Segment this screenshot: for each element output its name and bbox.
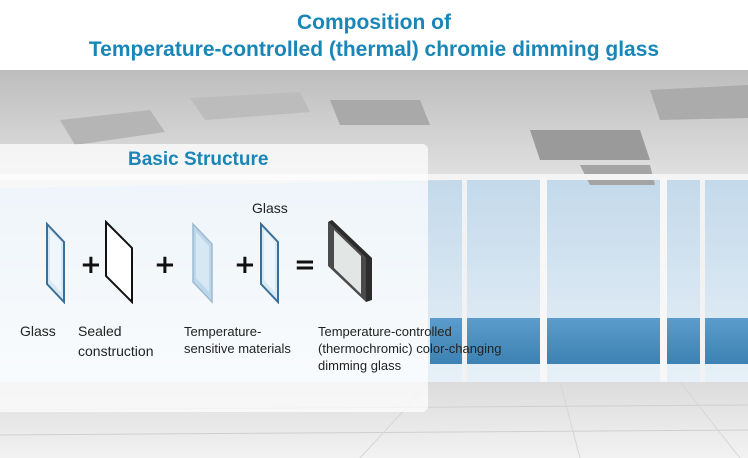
title-line-1: Composition of (297, 11, 451, 34)
thermochromic-layer-icon (192, 222, 213, 304)
glass-pane-icon (260, 222, 279, 304)
temperature-label-line-1: Temperature- (184, 324, 262, 339)
sealed-frame-icon (105, 220, 133, 304)
glass-top-label: Glass (252, 200, 288, 216)
result-label-line-2: (thermochromic) color-changing (318, 341, 502, 356)
plus-sign: + (234, 250, 256, 280)
glass-label: Glass (20, 323, 56, 339)
sealed-label-line-1: Sealed (78, 323, 122, 339)
plus-sign: + (80, 250, 102, 280)
dimming-glass-icon (328, 220, 372, 302)
glass-pane-icon (46, 222, 65, 304)
result-label-line-1: Temperature-controlled (318, 324, 452, 339)
basic-structure-heading: Basic Structure (128, 149, 269, 170)
temperature-label-line-2: sensitive materials (184, 341, 291, 356)
equals-sign: = (294, 250, 316, 280)
title-line-2: Temperature-controlled (thermal) chromie… (88, 38, 660, 61)
plus-sign: + (154, 250, 176, 280)
sealed-label-line-2: construction (78, 343, 154, 359)
result-label-line-3: dimming glass (318, 358, 402, 373)
